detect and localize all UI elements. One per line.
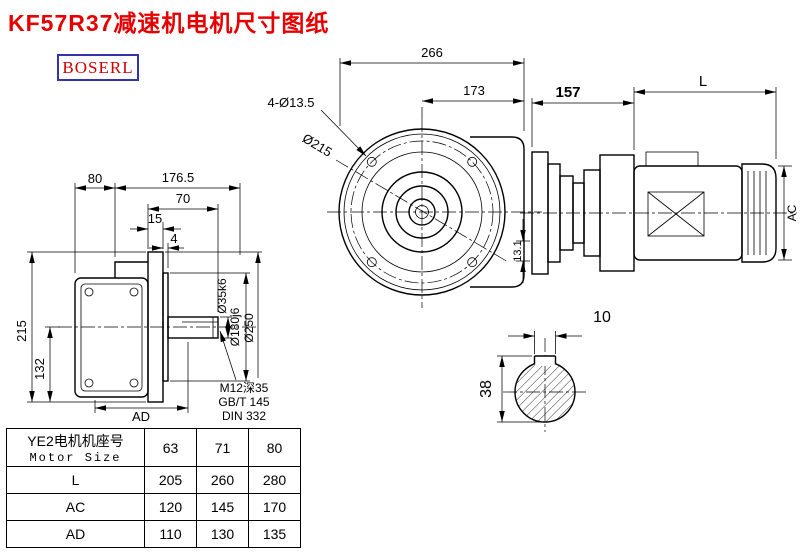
bolt-hole <box>467 156 478 167</box>
table-row-ac: AC 120 145 170 <box>6 493 301 521</box>
dim-flange-dia-label: Ø250 <box>242 313 256 343</box>
housing-bolt <box>129 287 139 297</box>
output-shaft <box>167 316 219 339</box>
dim-bolt-holes-label: 4-Ø13.5 <box>268 95 315 110</box>
boss-circle <box>381 171 463 253</box>
dim-15-label: 15 <box>148 211 162 226</box>
flange-outer-circle <box>338 128 506 296</box>
housing-step <box>114 261 148 278</box>
l-value-63: 205 <box>144 466 197 494</box>
nameplate <box>647 191 705 237</box>
motor-size-table: YE2电机机座号 Motor Size 63 71 80 L 205 260 2… <box>6 428 301 548</box>
bolt-hole <box>366 156 377 167</box>
motor-dimensions: 157 L AC <box>531 73 799 261</box>
size-80: 80 <box>248 428 301 467</box>
table-row-l: L 205 260 280 <box>6 466 301 494</box>
ac-value-63: 120 <box>144 493 197 521</box>
dim-l-label: L <box>699 73 707 90</box>
size-71: 71 <box>196 428 249 467</box>
dim-157-label: 157 <box>555 84 580 101</box>
table-header-motor-size: YE2电机机座号 Motor Size <box>6 428 145 467</box>
dim-10-label: 10 <box>593 309 611 326</box>
ac-value-71: 145 <box>196 493 249 521</box>
dim-13-1-label: 13.1 <box>512 240 524 261</box>
terminal-box <box>645 151 699 167</box>
fan-cowl <box>741 163 777 263</box>
dim-173-label: 173 <box>463 83 485 98</box>
dim-ac-label: AC <box>785 204 799 221</box>
dim-ad-label: AD <box>132 409 150 424</box>
shaft-hole-circle <box>408 198 436 226</box>
flange-front-view: 266 173 4-Ø13.5 Ø215 13.1 <box>268 45 542 308</box>
page-title: KF57R37减速机电机尺寸图纸 <box>8 10 330 36</box>
flange-rim-circle <box>343 133 501 291</box>
l-value-80: 280 <box>248 466 301 494</box>
size-63: 63 <box>144 428 197 467</box>
note-std1-label: GB/T 145 <box>218 395 269 409</box>
dim-spigot-dia-label: Ø180j6 <box>228 307 242 346</box>
housing-front-edge <box>470 136 525 288</box>
bolt-hole <box>467 257 478 268</box>
dim-70-label: 70 <box>176 191 190 206</box>
row-label-ac: AC <box>6 493 145 521</box>
brand-logo: BOSERL <box>57 54 139 81</box>
dim-176-5-label: 176.5 <box>162 170 195 185</box>
gearbox-side-view: 80 176.5 70 15 4 215 132 <box>14 170 270 424</box>
housing-bolt <box>129 378 139 388</box>
raised-face-circle <box>361 151 483 273</box>
dim-38-label: 38 <box>478 380 495 398</box>
side-dimensions: 80 176.5 70 15 4 215 132 <box>14 170 270 424</box>
table-header-row: YE2电机机座号 Motor Size 63 71 80 <box>6 428 301 467</box>
center-hole-circle <box>415 205 429 219</box>
ad-value-80: 135 <box>248 520 301 548</box>
ad-value-63: 110 <box>144 520 197 548</box>
hub-circle <box>395 185 449 239</box>
dim-shaft-dia-label: Ø35k6 <box>215 278 229 314</box>
dim-266-label: 266 <box>421 45 443 60</box>
dim-132-label: 132 <box>32 358 47 380</box>
dim-4-label: 4 <box>170 231 177 246</box>
dim-bolt-circle-label: Ø215 <box>300 131 335 160</box>
shaft-section-view: 10 38 <box>478 309 611 432</box>
shaft-section-circle <box>514 361 576 423</box>
table-row-ad: AD 110 130 135 <box>6 520 301 548</box>
dim-215-label: 215 <box>14 320 29 342</box>
housing-bolt <box>84 378 94 388</box>
bolt-circle <box>350 140 494 284</box>
housing-outline <box>74 277 149 398</box>
row-label-ad: AD <box>6 520 145 548</box>
keyway-clear <box>534 356 556 366</box>
housing-bolt <box>84 287 94 297</box>
note-tap-label: M12深35 <box>220 381 269 395</box>
bolt-hole <box>366 257 377 268</box>
row-label-l: L <box>6 466 145 494</box>
motor-assembly-view: 157 L AC <box>520 73 799 275</box>
nameplate-cross <box>647 191 705 237</box>
table-header-cn: YE2电机机座号 <box>27 432 124 449</box>
housing-inner <box>80 283 143 392</box>
front-dimensions: 266 173 4-Ø13.5 Ø215 13.1 <box>268 45 530 283</box>
note-std2-label: DIN 332 <box>222 409 266 423</box>
front-diagonal-centerline <box>335 159 509 263</box>
section-dimensions: 10 38 <box>478 309 611 423</box>
ac-value-80: 170 <box>248 493 301 521</box>
table-header-en: Motor Size <box>29 450 122 465</box>
dim-80-label: 80 <box>88 171 102 186</box>
l-value-71: 260 <box>196 466 249 494</box>
ad-value-71: 130 <box>196 520 249 548</box>
